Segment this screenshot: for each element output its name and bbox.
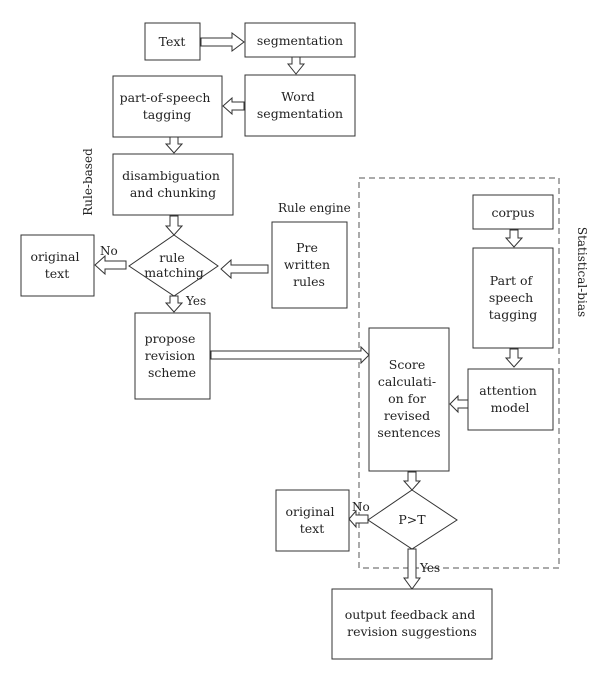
svg-text:Text: Text <box>159 34 186 49</box>
corpus-node: corpus <box>472 194 554 230</box>
arrow-text-to-segmentation <box>200 32 245 52</box>
score-label-line-5: sentences <box>377 425 440 440</box>
text-node-label: Text <box>159 34 186 49</box>
pre-written-rules-node: Pre written rules <box>271 221 348 309</box>
disambiguation-label-line-1: disambiguation <box>122 168 220 183</box>
pos-tagging-label-line-1: part-of-speech <box>120 90 211 105</box>
original-text-node-2: original text <box>275 489 350 552</box>
svg-text:part-of-speech tagging: part-of-speech tagging <box>120 90 215 122</box>
p-gt-t-label: P>T <box>398 512 426 527</box>
arrow-segmentation-to-word-segmentation <box>286 56 306 75</box>
attention-model-label-line-1: attention <box>479 383 537 398</box>
arrow-word-segmentation-to-pos-tagging <box>222 96 245 116</box>
svg-text:P>T: P>T <box>398 512 426 527</box>
rule-matching-label-line-2: matching <box>144 265 203 280</box>
svg-text:rule matching: rule matching <box>144 250 203 280</box>
pos-tagging-2-node: Part of speech tagging <box>472 247 554 349</box>
pos-tagging-label-line-2: tagging <box>143 107 192 122</box>
score-label-line-1: Score <box>389 357 425 372</box>
arrow-pos-tagging-2-to-attention <box>504 348 524 368</box>
svg-text:disambiguation and chunk: disambiguation and chunking <box>122 168 224 200</box>
pos-tagging-node: part-of-speech tagging <box>112 75 223 138</box>
svg-text:segmentation: segmentation <box>257 33 343 48</box>
statistical-bias-label: Statistical-bias <box>575 227 589 317</box>
original-text-node-1: original text <box>20 234 95 297</box>
svg-text:original text: original text <box>286 504 339 536</box>
svg-text:original text: original text <box>31 249 84 281</box>
arrow-disambiguation-to-rule-matching <box>164 215 184 236</box>
original-text-1-label-line-1: original <box>31 249 80 264</box>
pos-tagging-2-label-line-3: tagging <box>489 307 538 322</box>
original-text-1-label-line-2: text <box>45 266 70 281</box>
svg-text:Pre written rules: Pre written rules <box>284 240 334 289</box>
disambiguation-label-line-2: and chunking <box>130 185 216 200</box>
segmentation-label: segmentation <box>257 33 343 48</box>
word-segmentation-node: Word segmentation <box>244 74 356 137</box>
statistical-bias-region <box>358 177 560 569</box>
arrow-attention-to-score <box>449 394 469 414</box>
score-calculation-node: Score calculati- on for revised sentence… <box>368 327 450 472</box>
word-segmentation-label-line-2: segmentation <box>257 106 343 121</box>
rule-matching-label-line-1: rule <box>159 250 184 265</box>
disambiguation-node: disambiguation and chunking <box>112 153 234 216</box>
rule-matching-decision: rule matching <box>128 234 219 297</box>
svg-text:corpus: corpus <box>492 205 535 220</box>
rule-engine-label: Rule engine <box>278 201 351 215</box>
attention-model-label-line-2: model <box>491 400 530 415</box>
propose-revision-label-line-3: scheme <box>148 365 196 380</box>
p-gt-t-decision: P>T <box>367 489 458 550</box>
arrow-propose-revision-to-score <box>210 345 370 365</box>
original-text-2-label-line-1: original <box>286 504 335 519</box>
no-label-1: No <box>100 244 118 258</box>
arrow-rule-matching-to-original-text <box>94 254 127 276</box>
arrow-p-gt-t-to-output <box>403 548 421 590</box>
svg-text:Part of speech tag: Part of speech tagging <box>489 273 538 322</box>
yes-label-1: Yes <box>185 294 206 308</box>
output-feedback-label-line-2: revision suggestions <box>347 624 477 639</box>
propose-revision-label-line-2: revision <box>145 348 195 363</box>
score-label-line-2: calculati- <box>378 374 436 389</box>
score-label-line-3: on for <box>388 391 426 406</box>
arrow-corpus-to-pos-tagging-2 <box>504 229 524 248</box>
word-segmentation-label-line-1: Word <box>281 89 315 104</box>
arrow-pre-written-rules-to-rule-matching <box>220 258 269 280</box>
pre-written-rules-label-line-1: Pre <box>296 240 318 255</box>
arrow-pos-tagging-to-disambiguation <box>164 136 184 154</box>
output-feedback-node: output feedback and revision suggestions <box>331 588 493 660</box>
attention-model-node: attention model <box>467 368 554 431</box>
svg-text:output feedback and revi: output feedback and revision suggestions <box>345 607 480 639</box>
score-label-line-4: revised <box>384 408 430 423</box>
pre-written-rules-label-line-2: written <box>284 257 330 272</box>
arrow-p-gt-t-to-original-text <box>348 509 369 529</box>
segmentation-node: segmentation <box>244 22 356 58</box>
arrow-score-to-p-gt-t <box>402 471 422 491</box>
svg-text:propose revision s: propose revision scheme <box>145 331 200 380</box>
rule-based-label: Rule-based <box>81 148 95 216</box>
svg-text:attention model: attention model <box>479 383 541 415</box>
arrow-rule-matching-to-propose-revision <box>164 295 184 313</box>
text-node: Text <box>144 22 201 61</box>
pos-tagging-2-label-line-2: speech <box>489 290 533 305</box>
svg-text:Word segmentation: Word segmentation <box>257 89 343 121</box>
original-text-2-label-line-2: text <box>300 521 325 536</box>
propose-revision-node: propose revision scheme <box>134 312 211 400</box>
yes-label-2: Yes <box>419 561 440 575</box>
output-feedback-label-line-1: output feedback and <box>345 607 476 622</box>
svg-text:Score calculati- o: Score calculati- on for revised sentence… <box>377 357 440 440</box>
pre-written-rules-label-line-3: rules <box>293 274 325 289</box>
pos-tagging-2-label-line-1: Part of <box>490 273 534 288</box>
propose-revision-label-line-1: propose <box>145 331 196 346</box>
no-label-2: No <box>352 500 370 514</box>
corpus-label: corpus <box>492 205 535 220</box>
